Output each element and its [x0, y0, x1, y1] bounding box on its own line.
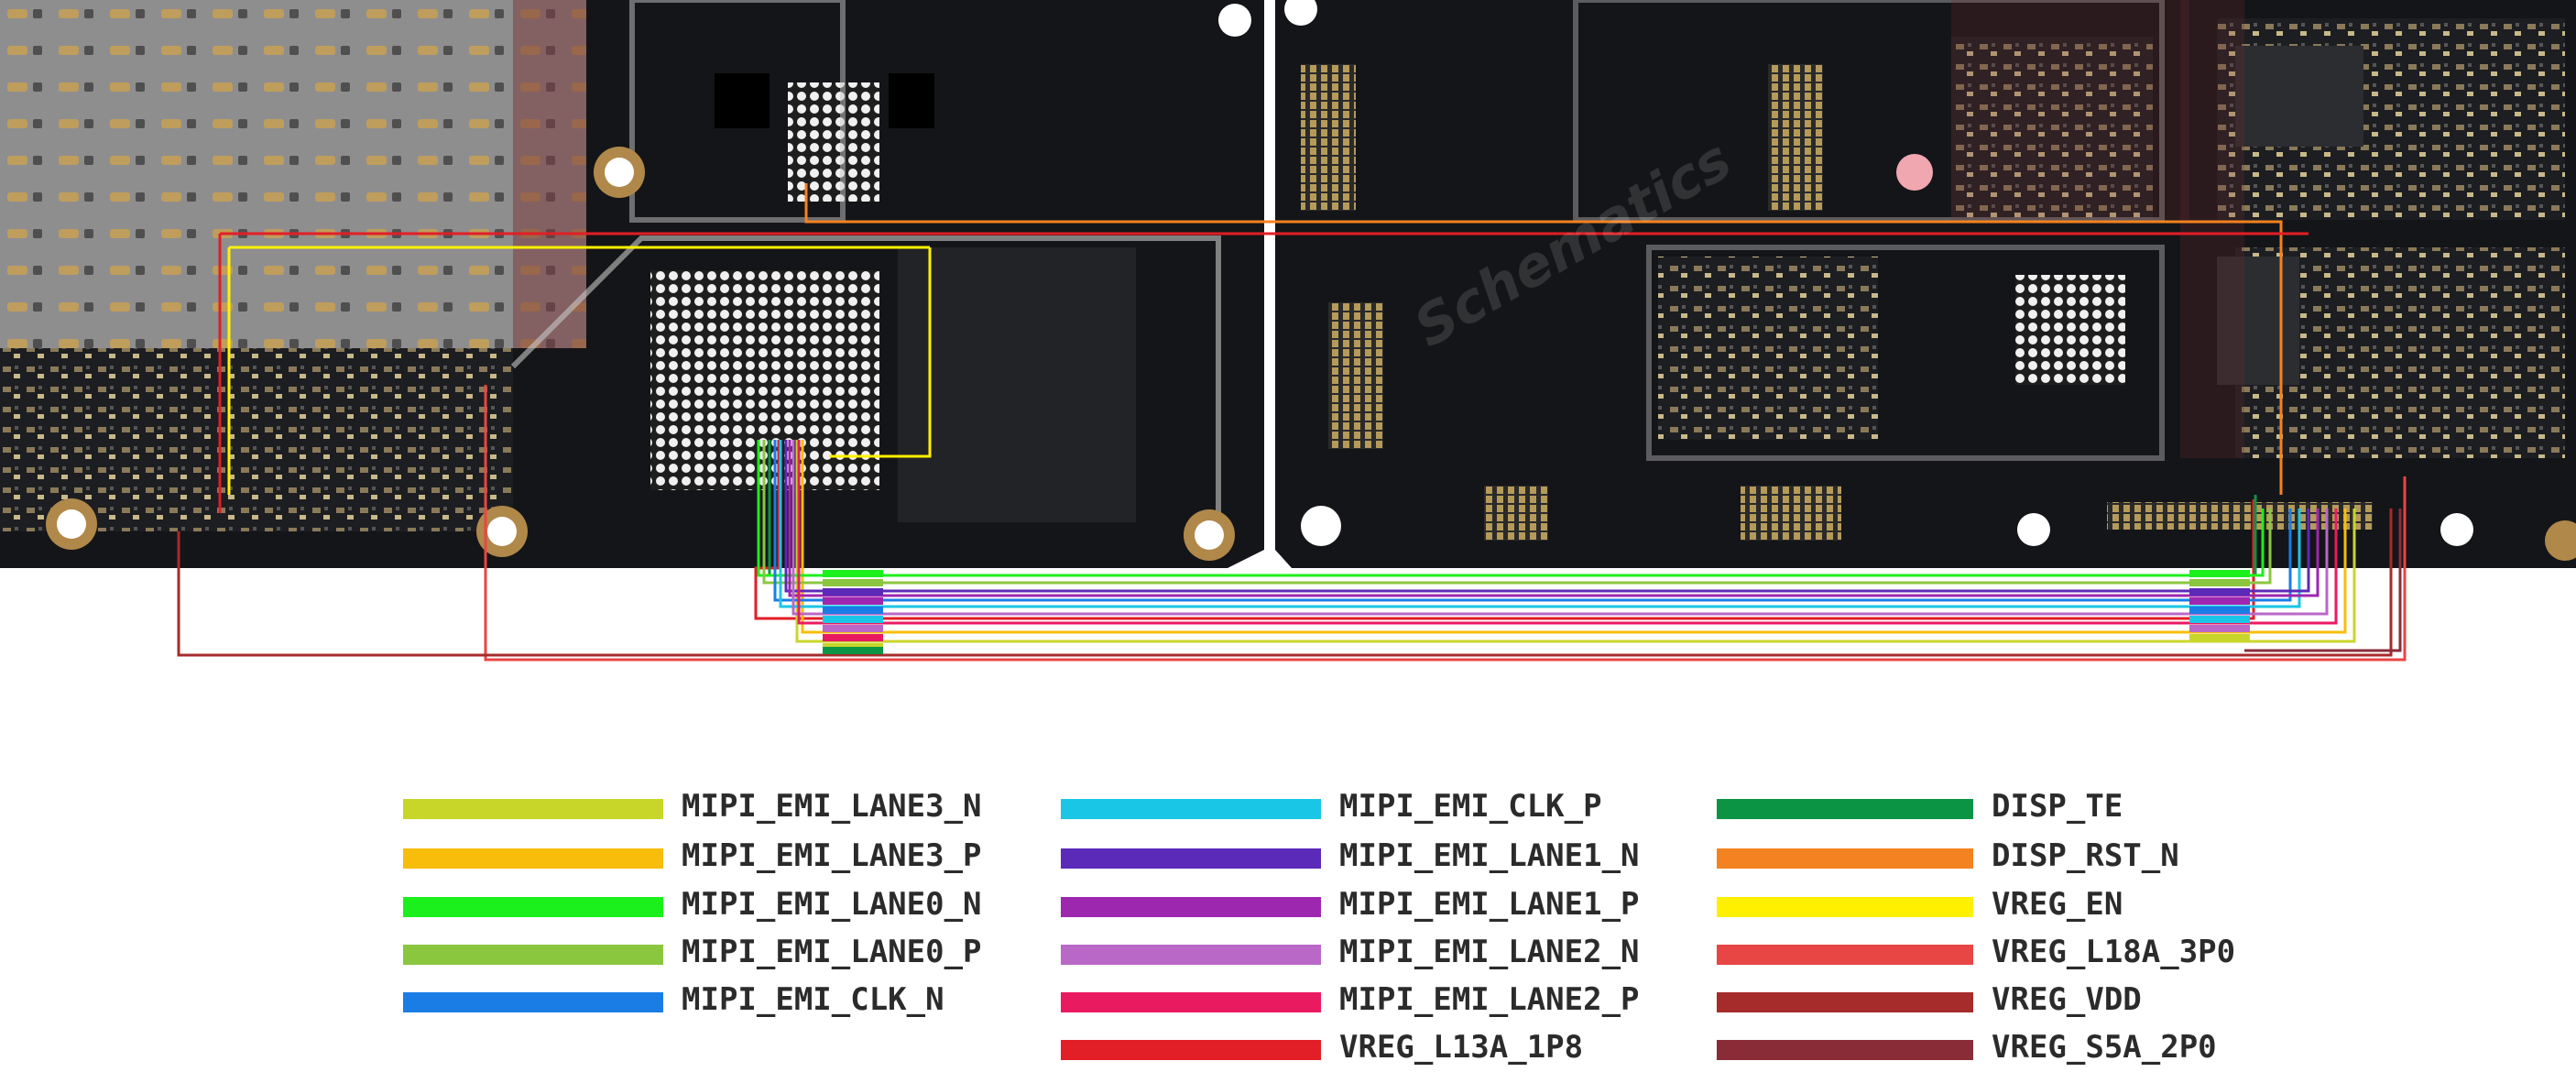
legend-label: MIPI_EMI_LANE3_N	[682, 788, 982, 825]
legend-item: MIPI_EMI_LANE1_N	[1061, 836, 1761, 874]
mounting-holes	[46, 0, 2576, 561]
legend-swatch	[403, 897, 663, 917]
legend-label: MIPI_EMI_LANE0_N	[682, 886, 982, 923]
legend-label: VREG_VDD	[1992, 981, 2142, 1018]
pcb-diagram: Schematics	[0, 0, 2576, 662]
net-tags-right	[2189, 570, 2250, 641]
legend-label: MIPI_EMI_LANE2_P	[1339, 981, 1640, 1018]
legend-swatch	[403, 992, 663, 1012]
pcb-left	[0, 0, 1264, 568]
legend-swatch	[403, 848, 663, 869]
legend-swatch	[1061, 897, 1321, 917]
legend-item: VREG_S5A_2P0	[1717, 1027, 2413, 1066]
legend-item: DISP_RST_N	[1717, 836, 2413, 874]
legend-label: MIPI_EMI_LANE3_P	[682, 837, 982, 874]
legend-item: MIPI_EMI_LANE3_N	[403, 786, 1103, 825]
signal-traces	[177, 183, 2407, 662]
legend-swatch	[1717, 992, 1973, 1012]
legend-swatch	[1061, 945, 1321, 965]
legend-item: MIPI_EMI_LANE2_N	[1061, 932, 1761, 970]
legend-label: MIPI_EMI_LANE0_P	[682, 934, 982, 970]
legend-swatch	[1717, 945, 1973, 965]
legend-item: MIPI_EMI_CLK_P	[1061, 786, 1761, 825]
legend-item: MIPI_EMI_LANE3_P	[403, 836, 1103, 874]
legend-swatch	[1061, 848, 1321, 869]
legend-label: DISP_TE	[1992, 788, 2123, 825]
legend-label: VREG_S5A_2P0	[1992, 1029, 2217, 1066]
legend-swatch	[403, 945, 663, 965]
legend-label: MIPI_EMI_CLK_P	[1339, 788, 1602, 825]
pcb-right	[1275, 0, 2576, 568]
legend-item: MIPI_EMI_LANE2_P	[1061, 979, 1761, 1018]
legend-item: VREG_L13A_1P8	[1061, 1027, 1761, 1066]
legend-item: MIPI_EMI_CLK_N	[403, 979, 1103, 1018]
legend-item: MIPI_EMI_LANE1_P	[1061, 884, 1761, 923]
legend-label: DISP_RST_N	[1992, 837, 2179, 874]
memory-chip	[898, 247, 1136, 522]
legend-swatch	[1061, 799, 1321, 819]
legend-item: VREG_L18A_3P0	[1717, 932, 2413, 970]
legend-label: MIPI_EMI_CLK_N	[682, 981, 944, 1018]
legend-label: VREG_L13A_1P8	[1339, 1029, 1584, 1066]
legend-label: VREG_L18A_3P0	[1992, 934, 2236, 970]
display-connector	[2107, 502, 2373, 530]
legend-swatch	[1717, 848, 1973, 869]
legend-item: MIPI_EMI_LANE0_N	[403, 884, 1103, 923]
net-tags-left	[823, 570, 883, 654]
legend-item: MIPI_EMI_LANE0_P	[403, 932, 1103, 970]
legend-swatch	[1717, 799, 1973, 819]
legend-swatch	[1061, 992, 1321, 1012]
legend-swatch	[1717, 897, 1973, 917]
legend-label: VREG_EN	[1992, 886, 2123, 923]
legend-label: MIPI_EMI_LANE1_P	[1339, 886, 1640, 923]
legend-item: DISP_TE	[1717, 786, 2413, 825]
legend-item: VREG_VDD	[1717, 979, 2413, 1018]
legend-swatch	[1061, 1040, 1321, 1060]
legend-item: VREG_EN	[1717, 884, 2413, 923]
legend-label: MIPI_EMI_LANE1_N	[1339, 837, 1640, 874]
legend-swatch	[1717, 1040, 1973, 1060]
legend-label: MIPI_EMI_LANE2_N	[1339, 934, 1640, 970]
legend-swatch	[403, 799, 663, 819]
